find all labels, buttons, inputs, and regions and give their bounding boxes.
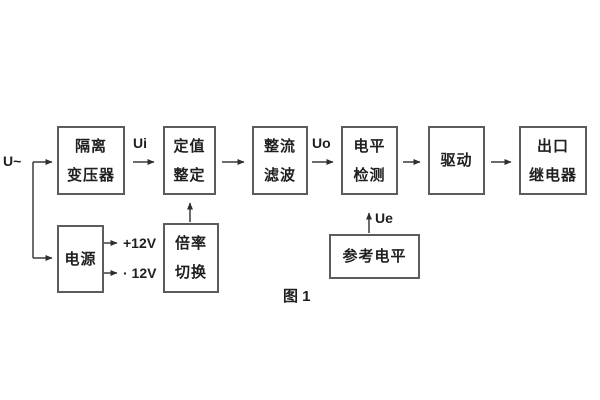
block-label: 切换 <box>174 264 207 281</box>
figure-caption: 图 1 <box>283 288 311 305</box>
block-driver: 驱动 <box>428 126 485 195</box>
signal-label-minus12v: · 12V <box>123 265 157 281</box>
block-label: 整定 <box>173 166 206 184</box>
signal-label-ue: Ue <box>375 210 393 226</box>
signal-label-ui: Ui <box>133 135 147 151</box>
signal-label-plus12v: +12V <box>123 235 157 251</box>
block-label: 变压器 <box>66 166 115 184</box>
block-label: 出口 <box>536 137 569 155</box>
block-setpoint-adjust: 定值 整定 <box>163 126 216 195</box>
block-label: 整流 <box>263 137 296 155</box>
block-level-detector: 电平 检测 <box>341 126 398 195</box>
block-power-supply: 电源 <box>57 225 104 293</box>
block-label: 隔离 <box>74 137 107 155</box>
block-rectifier-filter: 整流 滤波 <box>252 126 308 195</box>
block-reference-level: 参考电平 <box>329 234 420 279</box>
block-ratio-switch: 倍率 切换 <box>163 223 219 293</box>
signal-label-input-voltage: U~ <box>3 153 22 169</box>
block-output-relay: 出口 继电器 <box>519 126 587 195</box>
signal-label-uo: Uo <box>312 135 331 151</box>
block-label: 倍率 <box>174 235 207 252</box>
block-isolation-transformer: 隔离 变压器 <box>57 126 125 195</box>
block-label: 电源 <box>64 250 97 268</box>
block-label: 驱动 <box>440 152 473 169</box>
block-label: 滤波 <box>263 166 296 184</box>
block-label: 电平 <box>353 137 386 155</box>
block-label: 检测 <box>353 166 386 184</box>
block-label: 定值 <box>173 137 206 155</box>
block-label: 参考电平 <box>342 248 407 265</box>
block-label: 继电器 <box>528 166 577 184</box>
